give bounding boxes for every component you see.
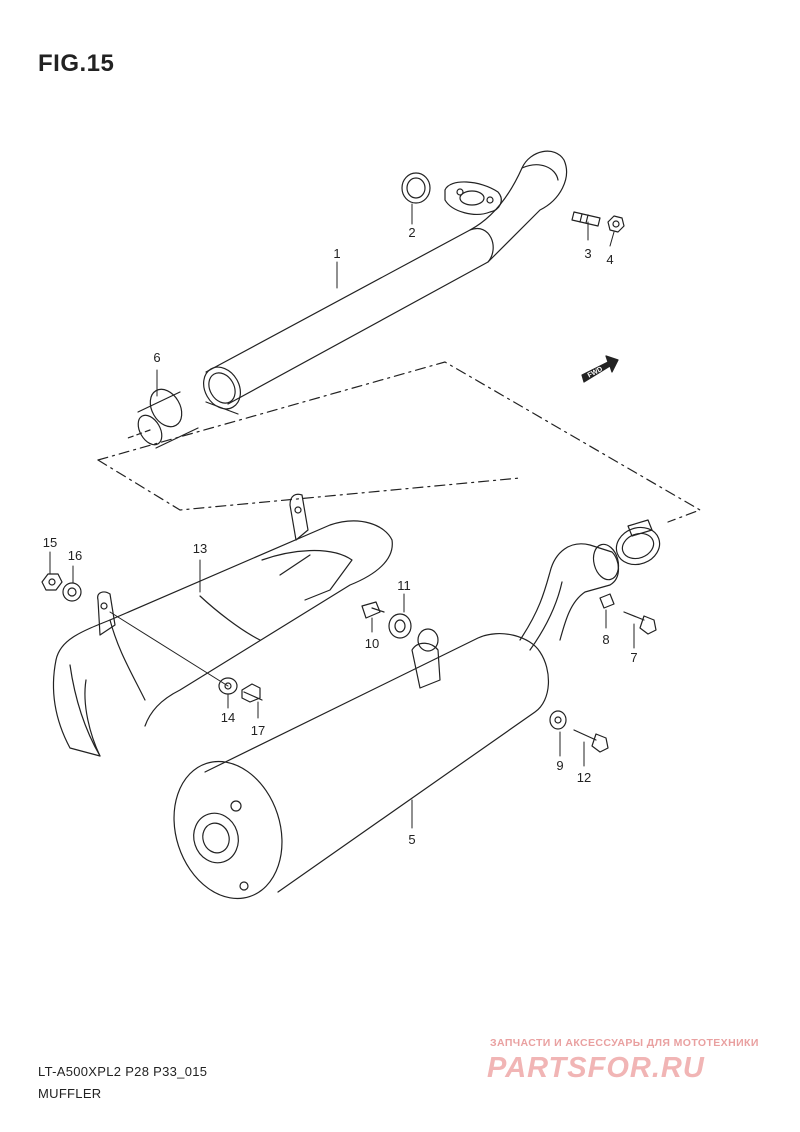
- figure-title: FIG.15: [38, 50, 115, 77]
- nut-part: [607, 215, 625, 233]
- watermark-logo: PARTSFOR.RU: [487, 1052, 705, 1084]
- callout-10: 10: [365, 636, 379, 651]
- callout-4: 4: [606, 252, 613, 267]
- callout-12: 12: [577, 770, 591, 785]
- callout-16: 16: [68, 548, 82, 563]
- bolt-7-part: [623, 611, 657, 635]
- muffler-inlet-pipe-part: [519, 543, 620, 651]
- pipe-flange-part: [444, 181, 502, 215]
- stud-bolt-part: [571, 211, 601, 227]
- callout-3: 3: [584, 246, 591, 261]
- leader-lines: [49, 203, 635, 829]
- cushion-11-part: [388, 613, 412, 639]
- pipe-clamp-part: [615, 519, 661, 566]
- bolt-17-part: [241, 683, 263, 703]
- bolt-12-part: [573, 729, 609, 753]
- callout-2: 2: [408, 225, 415, 240]
- watermark-tagline: ЗАПЧАСТИ И АКСЕССУАРЫ ДЛЯ МОТОТЕХНИКИ: [490, 1037, 759, 1049]
- callout-11: 11: [397, 578, 411, 593]
- heat-shield-part: [52, 493, 393, 757]
- callout-7: 7: [630, 650, 637, 665]
- joint-sleeve-part: [127, 388, 199, 449]
- callout-17: 17: [251, 723, 265, 738]
- collar-10-part: [361, 601, 385, 619]
- gasket-part: [401, 172, 431, 204]
- washer-15-part: [41, 573, 63, 591]
- callout-14: 14: [221, 710, 235, 725]
- forward-direction-marker: [581, 355, 619, 383]
- muffler-body-part: [173, 628, 550, 900]
- washer-16-part: [62, 582, 82, 602]
- spacer-8-part: [599, 593, 615, 609]
- forward-marker-label: FWD: [587, 366, 604, 380]
- callout-5: 5: [408, 832, 415, 847]
- callout-15: 15: [43, 535, 57, 550]
- callout-8: 8: [602, 632, 609, 647]
- callout-9: 9: [556, 758, 563, 773]
- callout-6: 6: [153, 350, 160, 365]
- model-code: LT-A500XPL2 P28 P33_015: [38, 1064, 208, 1079]
- callout-1: 1: [333, 246, 340, 261]
- exhaust-pipe-part: [203, 150, 568, 415]
- group-name: MUFFLER: [38, 1086, 102, 1101]
- washer-9-part: [549, 710, 567, 730]
- callout-13: 13: [193, 541, 207, 556]
